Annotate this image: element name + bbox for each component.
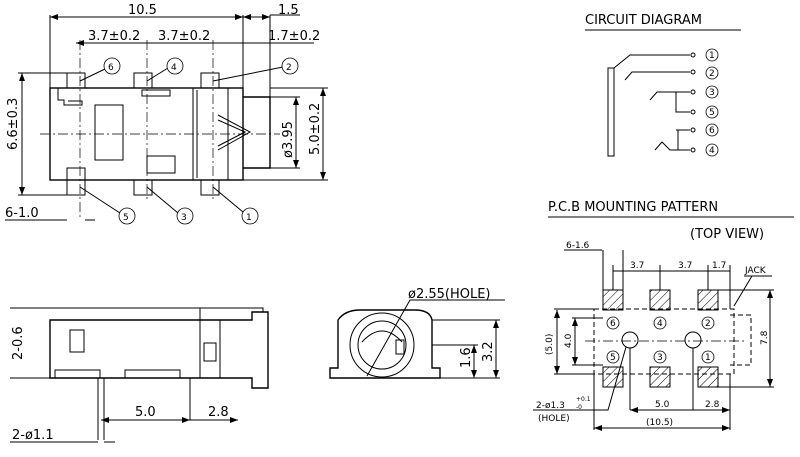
pcb-dim-outer: (5.0) <box>545 334 555 355</box>
svg-text:2: 2 <box>709 69 715 79</box>
dim-pitch-1: 3.7±0.2 <box>88 29 140 44</box>
svg-text:6: 6 <box>108 63 114 73</box>
dim-bore: ø3.95 <box>281 121 296 158</box>
side-view: 2-0.6 5.0 2.8 2-ø1.1 <box>10 307 269 443</box>
svg-text:+0.1: +0.1 <box>576 396 591 403</box>
side-dim-post: 2-ø1.1 <box>12 428 54 443</box>
svg-text:4: 4 <box>657 319 663 329</box>
pcb-subtitle: (TOP VIEW) <box>690 227 764 242</box>
svg-text:5: 5 <box>123 213 129 223</box>
pcb-dim-hole-end: 2.8 <box>705 400 720 410</box>
pcb-dim-hole-spacing: 5.0 <box>655 400 670 410</box>
pcb-jack-label: JACK <box>744 266 767 276</box>
dim-nose: 1.5 <box>278 3 299 18</box>
side-dim-height: 2-0.6 <box>11 326 26 360</box>
jack-nose <box>243 96 271 169</box>
svg-text:1: 1 <box>709 51 715 61</box>
svg-text:1: 1 <box>246 213 252 223</box>
dim-end: 1.7±0.2 <box>268 29 320 44</box>
svg-text:4: 4 <box>171 63 177 73</box>
pin-callouts: 6 4 2 5 3 1 <box>79 57 299 225</box>
front-dim-hole: ø2.55(HOLE) <box>408 287 491 302</box>
svg-text:3: 3 <box>657 353 663 363</box>
front-dim-height: 3.2 <box>481 341 496 362</box>
pcb-dim-height: 7.8 <box>760 330 770 345</box>
side-dim-post-end: 2.8 <box>208 405 229 420</box>
pcb-dim-total: (10.5) <box>646 418 673 428</box>
pcb-dim-end: 1.7 <box>712 261 726 271</box>
pcb-dim-pitch-2: 3.7 <box>678 261 692 271</box>
dim-pin-width: 6-1.0 <box>5 206 39 221</box>
svg-text:3: 3 <box>709 88 715 98</box>
circuit-title: CIRCUIT DIAGRAM <box>585 13 702 28</box>
svg-text:5: 5 <box>709 108 715 118</box>
dim-pitch-2: 3.7±0.2 <box>158 29 210 44</box>
pcb-hole-label: 2-ø1.3 <box>536 401 565 411</box>
svg-text:2: 2 <box>286 63 292 73</box>
svg-text:6: 6 <box>709 126 715 136</box>
front-view: ø2.55(HOLE) 1.6 3.2 <box>329 287 505 379</box>
svg-text:1: 1 <box>705 353 711 363</box>
svg-text:-0: -0 <box>576 404 582 411</box>
svg-text:3: 3 <box>181 213 187 223</box>
pcb-dim-inner: 4.0 <box>564 333 574 348</box>
dim-height: 6.6±0.3 <box>6 98 21 150</box>
svg-text:4: 4 <box>709 146 715 156</box>
dim-total: 10.5 <box>128 3 157 18</box>
front-dim-center: 1.6 <box>459 347 474 368</box>
pcb-hole-note: (HOLE) <box>538 414 570 424</box>
pcb-title: P.C.B MOUNTING PATTERN <box>548 200 718 215</box>
circuit-diagram: CIRCUIT DIAGRAM 1 2 3 5 6 4 <box>585 13 741 157</box>
pcb-mounting-pattern: P.C.B MOUNTING PATTERN (TOP VIEW) 6 4 2 … <box>533 200 794 431</box>
svg-text:6: 6 <box>610 319 616 329</box>
top-view: 10.5 1.5 3.7±0.2 3.7±0.2 1.7±0.2 6.6±0.3… <box>5 3 328 225</box>
side-dim-post-spacing: 5.0 <box>135 405 156 420</box>
svg-text:5: 5 <box>610 353 616 363</box>
dim-nose-height: 5.0±0.2 <box>308 103 323 155</box>
pcb-dim-pad: 6-1.6 <box>566 241 590 251</box>
pcb-dim-pitch-1: 3.7 <box>630 261 644 271</box>
svg-text:2: 2 <box>705 319 711 329</box>
